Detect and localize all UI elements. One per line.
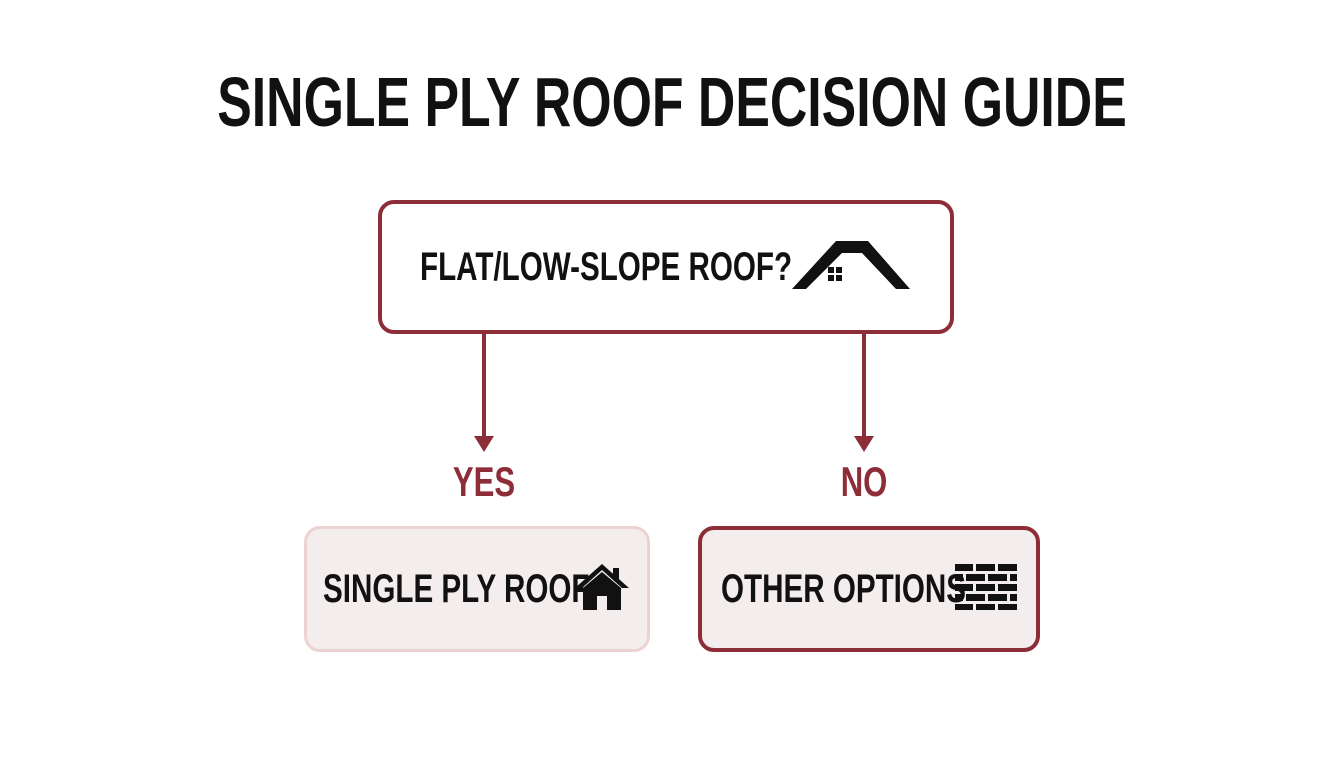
other-options-result-box: OTHER OPTIONS bbox=[698, 526, 1040, 652]
brick-wall-icon bbox=[955, 563, 1017, 615]
yes-branch-label: YES bbox=[452, 458, 516, 505]
single-ply-roof-label: SINGLE PLY ROOF bbox=[323, 566, 590, 611]
roof-house-icon bbox=[792, 237, 912, 298]
single-ply-roof-result-box: SINGLE PLY ROOF bbox=[304, 526, 650, 652]
other-options-label: OTHER OPTIONS bbox=[721, 566, 967, 611]
no-branch-label: NO bbox=[840, 458, 888, 505]
arrow-to-yes bbox=[474, 334, 494, 452]
arrow-to-no bbox=[854, 334, 874, 452]
page-title: SINGLE PLY ROOF DECISION GUIDE bbox=[217, 63, 1127, 141]
question-box: FLAT/LOW-SLOPE ROOF? bbox=[378, 200, 954, 334]
house-icon bbox=[573, 562, 631, 617]
question-label: FLAT/LOW-SLOPE ROOF? bbox=[420, 244, 793, 289]
